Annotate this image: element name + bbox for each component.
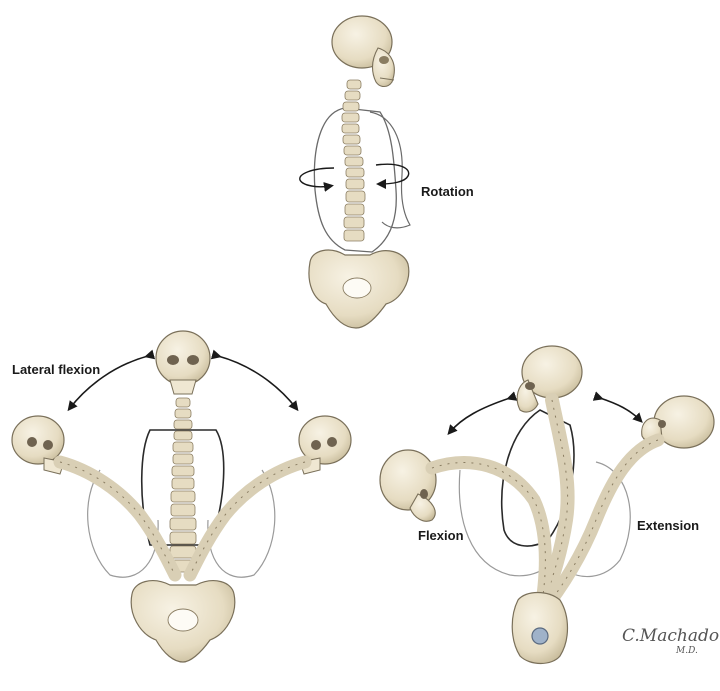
lateral-spine-center [169, 397, 197, 573]
flexion-pelvis [511, 591, 569, 665]
rotation-arrows [299, 163, 410, 192]
artist-signature-suffix: M.D. [676, 646, 698, 656]
label-rotation: Rotation [421, 184, 474, 199]
flexion-torso-outline-center [501, 409, 575, 547]
flexion-extension-arrows [447, 391, 643, 436]
artist-signature: C.Machado [622, 626, 720, 646]
rotation-spine [341, 79, 366, 242]
lateral-flexion-figure [11, 330, 352, 663]
label-extension: Extension [637, 518, 700, 533]
flexion-skull-forward [379, 449, 437, 522]
rotation-shoulder-outline [369, 111, 411, 229]
lateral-torso-outline-left [87, 469, 159, 578]
rotation-skull [331, 15, 395, 88]
flexion-extension-figure [379, 345, 715, 665]
lateral-spine-right [183, 455, 312, 582]
rotation-figure [299, 15, 411, 329]
lateral-skull-left [11, 415, 65, 475]
lateral-pelvis [130, 580, 236, 663]
lateral-skull-center [155, 330, 211, 395]
rotation-torso-outline [313, 107, 397, 253]
rotation-pelvis [308, 249, 410, 329]
lateral-flexion-arrows [67, 349, 299, 412]
lateral-torso-outline-right [207, 469, 276, 578]
label-lateral-flexion: Lateral flexion [12, 362, 101, 377]
lateral-spine-left [53, 455, 182, 582]
label-flexion: Flexion [418, 528, 464, 543]
